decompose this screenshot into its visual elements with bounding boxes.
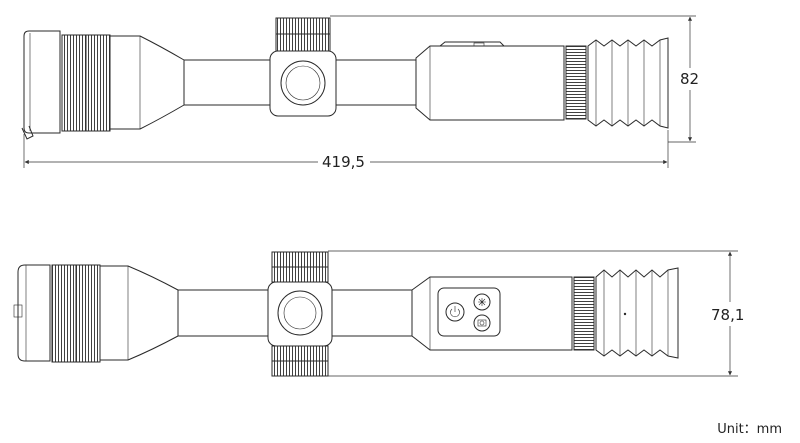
- side-turret-knob: [277, 290, 323, 336]
- side-eyepiece-ring: [573, 276, 595, 351]
- laser-button-icon: [473, 293, 491, 311]
- unit-label: Unit：mm: [717, 422, 782, 437]
- side-eyecup: [595, 267, 679, 359]
- dim-side-height: 78,1: [711, 306, 744, 324]
- top-objective-bell: [109, 35, 185, 130]
- top-turret-knob: [280, 60, 326, 106]
- camera-button-icon: [473, 314, 491, 332]
- side-view: [13, 251, 679, 377]
- dim-top-height: 82: [680, 70, 699, 88]
- side-dimensions: 78,1: [328, 250, 744, 377]
- power-button-icon: [445, 302, 465, 322]
- side-front-cap: [17, 264, 51, 362]
- top-view: [21, 17, 669, 140]
- top-eyecup: [587, 37, 669, 129]
- button-panel: [437, 287, 501, 337]
- dim-length: 419,5: [322, 153, 365, 171]
- top-eyepiece-ring: [565, 45, 587, 120]
- side-objective-bell: [99, 265, 179, 361]
- top-electronics-body: [415, 45, 565, 121]
- top-lens-cap: [23, 30, 61, 134]
- top-dimensions: 82 419,5: [23, 15, 699, 171]
